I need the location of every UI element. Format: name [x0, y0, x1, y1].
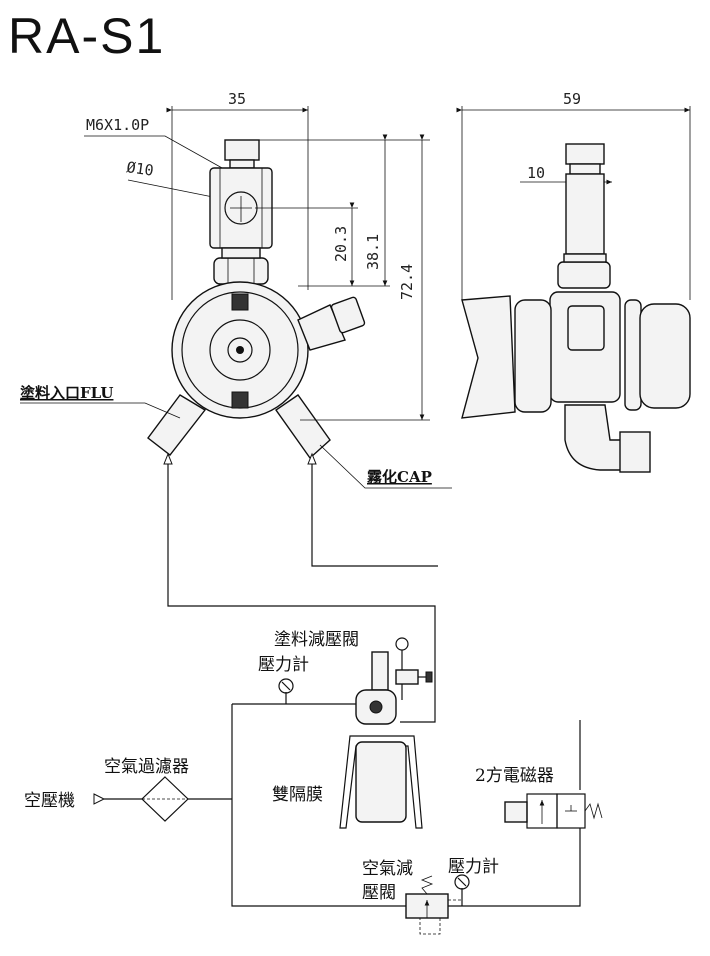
- air-line-top: [311, 462, 438, 567]
- dim-diameter: Ø10: [125, 158, 154, 180]
- dim-thread: M6X1.0P: [86, 116, 149, 134]
- label-pressure-gauge-bottom: 壓力計: [448, 857, 499, 877]
- label-paint-regulator: 塗料減壓閥: [274, 629, 359, 650]
- air-regulator-symbol: [405, 875, 463, 935]
- label-paint-inlet: 塗料入口FLU: [20, 384, 113, 402]
- label-air-filter: 空氣過濾器: [104, 757, 189, 777]
- piping: [93, 452, 581, 907]
- side-view: 59 10: [456, 90, 691, 473]
- label-air-regulator-line2: 壓閥: [362, 883, 396, 903]
- label-diaphragm: 雙隔膜: [272, 785, 323, 805]
- pressure-gauge-top-symbol: [278, 678, 294, 694]
- dim-height-2: 38.1: [364, 234, 382, 270]
- label-air-regulator-line1: 空氣減: [362, 859, 413, 879]
- front-view: 35 M6X1.0P Ø10: [20, 90, 452, 489]
- dim-width-front: 35: [228, 90, 246, 108]
- diaphragm-pump: [339, 637, 433, 829]
- dim-width-side: 59: [563, 90, 581, 108]
- label-atomize-cap: 霧化CAP: [367, 468, 432, 486]
- dim-height-total: 72.4: [398, 264, 416, 300]
- label-solenoid: 2方電磁器: [475, 766, 554, 786]
- paint-line: [167, 462, 436, 723]
- model-title: RA-S1: [8, 8, 165, 64]
- air-filter-symbol: [141, 776, 189, 822]
- label-compressor: 空壓機: [24, 791, 75, 811]
- pressure-gauge-bottom-symbol: [454, 874, 470, 890]
- solenoid-valve-symbol: [504, 793, 603, 829]
- dim-height-1: 20.3: [332, 226, 350, 262]
- label-pressure-gauge-top: 壓力計: [258, 655, 309, 675]
- dim-side-offset: 10: [527, 164, 545, 182]
